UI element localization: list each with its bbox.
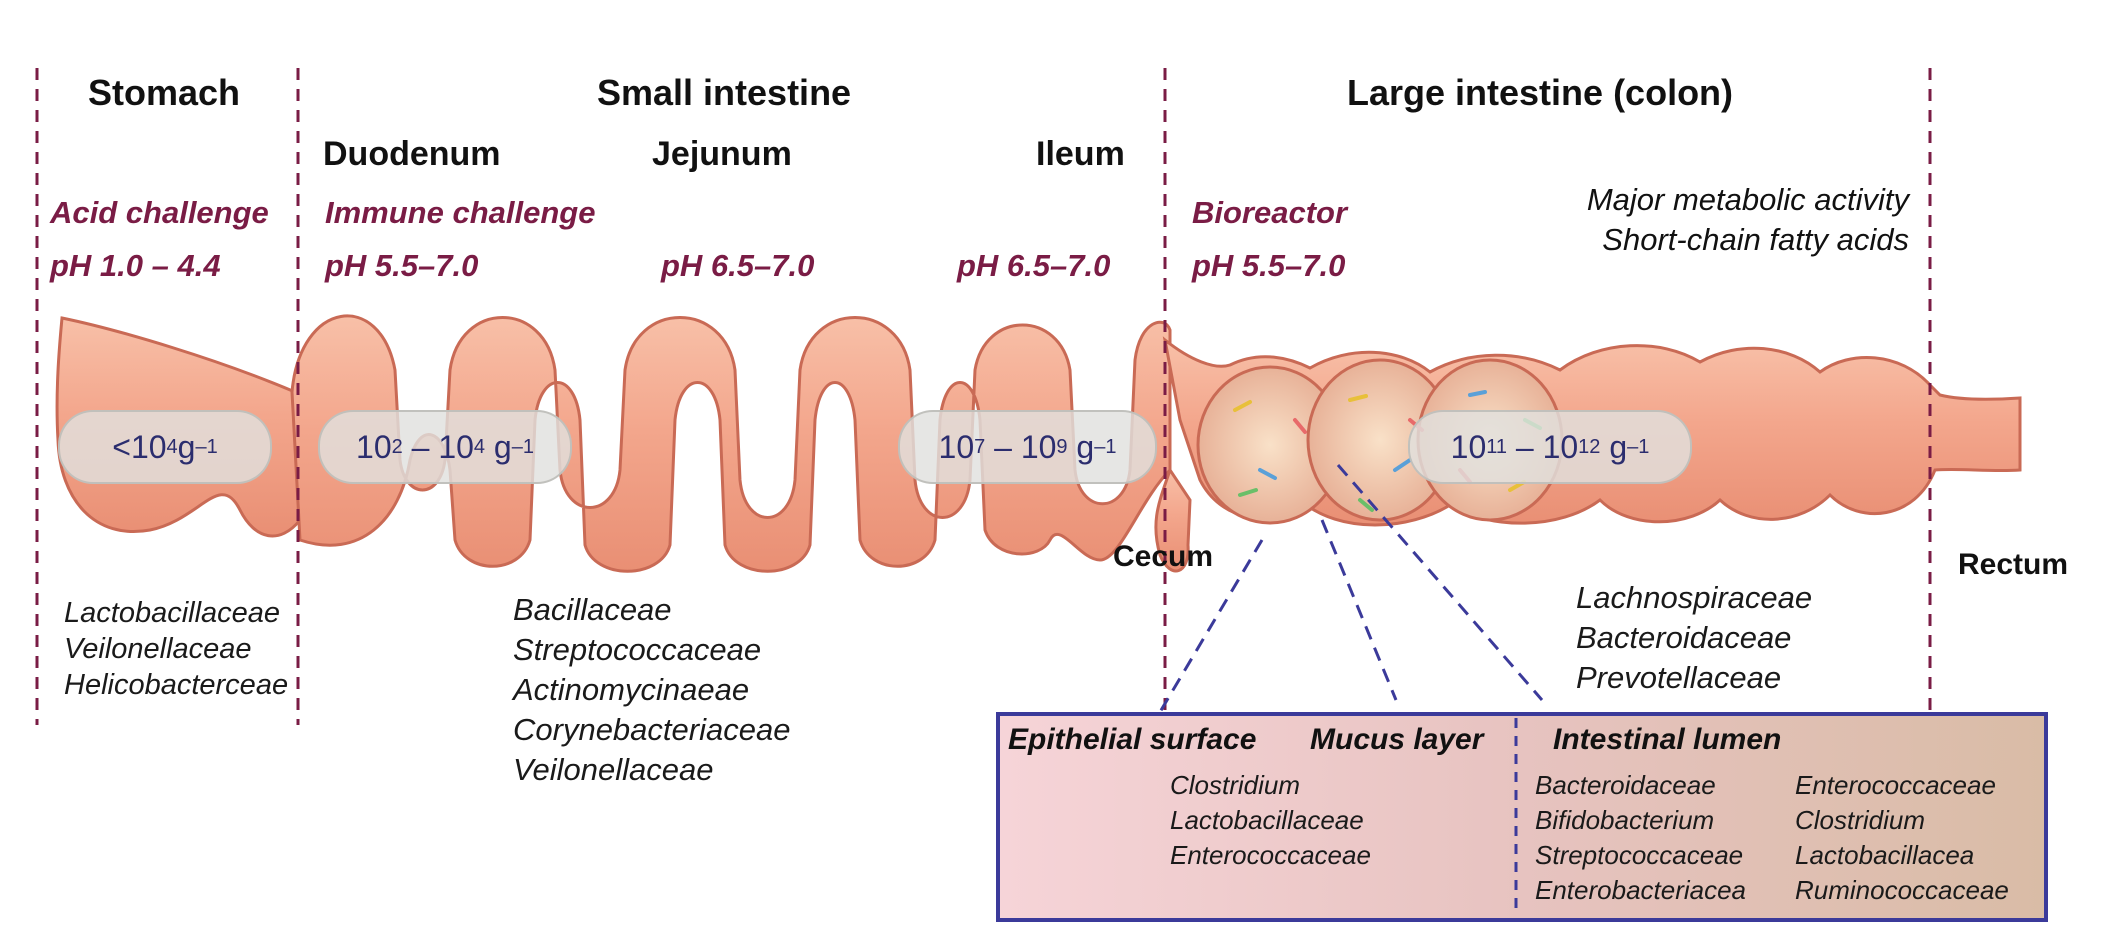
segment-duodenum: Duodenum [323,135,501,173]
family-item: Lachnospiraceae [1576,580,1813,615]
small-intestine-shape [290,314,1172,573]
family-item: Actinomycinaeae [513,672,750,707]
family-item: Lactobacillacea [1795,840,1975,870]
family-item: Streptococcaceae [1535,840,1744,870]
family-item: Prevotellaceae [1576,660,1782,695]
family-item: Enterococcaceae [1170,840,1371,870]
inset-mucosal-families: Clostridium Lactobacillaceae Enterococca… [1170,768,1371,873]
family-item: Streptococcaceae [513,632,762,667]
region-stomach: Stomach [88,72,241,113]
ph-duodenum: pH 5.5–7.0 [325,248,479,283]
family-item: Veilonellaceae [64,633,252,665]
family-item: Bifidobacterium [1535,805,1715,835]
region-large-intestine: Large intestine (colon) [1347,72,1734,113]
inset-heading-lumen: Intestinal lumen [1553,723,1782,756]
family-item: Veilonellaceae [513,752,714,787]
colon-note-scfa: Short-chain fatty acids [1602,222,1909,257]
stomach-families: Lactobacillaceae Veilonellaceae Helicoba… [64,595,288,703]
inset-pointer-lines [1158,464,1544,713]
colon-families: Lachnospiraceae Bacteroidaceae Prevotell… [1576,578,1812,698]
segment-ileum: Ileum [1036,135,1125,173]
inset-heading-epithelial: Epithelial surface [1008,723,1257,756]
region-small-intestine: Small intestine [597,72,852,113]
inset-heading-mucus: Mucus layer [1310,723,1484,756]
acid-challenge-label: Acid challenge [50,195,269,230]
ph-ileum: pH 6.5–7.0 [957,248,1111,283]
family-item: Bacillaceae [513,592,672,627]
colon-note-metabolic: Major metabolic activity [1586,182,1909,217]
family-item: Lactobacillaceae [1170,805,1364,835]
bioreactor-label: Bioreactor [1192,195,1348,230]
inset-box [996,712,2048,922]
family-item: Lactobacillaceae [64,597,281,629]
colon-notes: Major metabolic activity Short-chain fat… [1587,180,1909,260]
family-item: Helicobacterceae [64,669,289,701]
ph-jejunum: pH 6.5–7.0 [661,248,815,283]
ph-stomach: pH 1.0 – 4.4 [50,248,221,283]
region-dividers [35,68,1932,725]
immune-challenge-label: Immune challenge [325,195,596,230]
segment-jejunum: Jejunum [652,135,792,173]
family-item: Ruminococcaceae [1795,875,2009,905]
family-item: Clostridium [1170,770,1301,800]
family-item: Clostridium [1795,805,1926,835]
inset-lumen-col2: Enterococcaceae Clostridium Lactobacilla… [1795,768,2009,908]
inset-lumen-col1: Bacteroidaceae Bifidobacterium Streptoco… [1535,768,1746,908]
rectum-label: Rectum [1958,548,2069,581]
family-item: Bacteroidaceae [1576,620,1792,655]
family-item: Enterobacteriacea [1535,875,1747,905]
small-intestine-families: Bacillaceae Streptococcaceae Actinomycin… [513,590,790,790]
family-item: Bacteroidaceae [1535,770,1716,800]
ph-colon: pH 5.5–7.0 [1192,248,1346,283]
family-item: Enterococcaceae [1795,770,1996,800]
cecum-label: Cecum [1113,540,1214,573]
family-item: Corynebacteriaceae [513,712,791,747]
